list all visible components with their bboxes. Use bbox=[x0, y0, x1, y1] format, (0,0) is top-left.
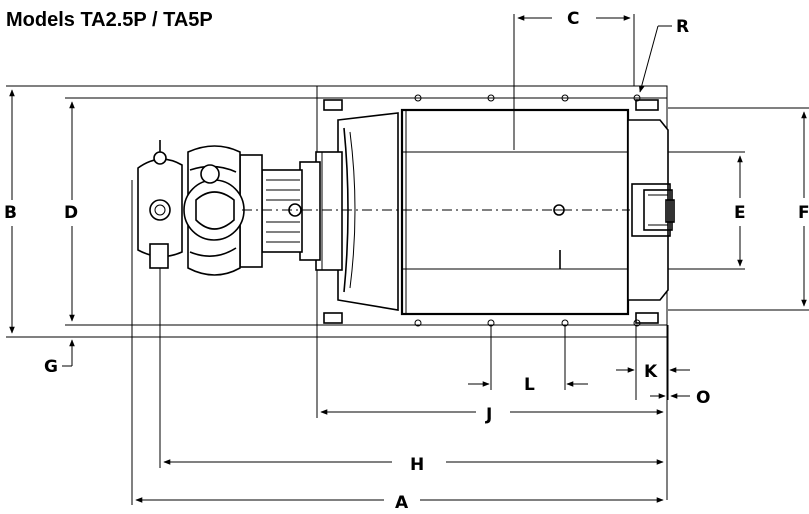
motor-assembly bbox=[137, 140, 321, 276]
label-e: E bbox=[734, 203, 746, 223]
label-a: A bbox=[395, 493, 409, 513]
label-r: R bbox=[676, 17, 689, 37]
label-h: H bbox=[410, 455, 424, 475]
label-j: J bbox=[485, 405, 492, 425]
label-f: F bbox=[798, 203, 809, 223]
label-o: O bbox=[696, 388, 710, 408]
right-end-housing bbox=[627, 119, 675, 301]
label-c: C bbox=[567, 9, 579, 29]
diagram-title: Models TA2.5P / TA5P bbox=[6, 9, 213, 31]
drum bbox=[400, 108, 745, 316]
label-l: L bbox=[524, 375, 535, 395]
dimension-lines bbox=[9, 14, 809, 505]
label-b: B bbox=[4, 203, 17, 223]
left-flange bbox=[315, 112, 399, 311]
label-d: D bbox=[64, 203, 78, 223]
label-g: G bbox=[44, 357, 58, 377]
label-k: K bbox=[644, 362, 658, 382]
